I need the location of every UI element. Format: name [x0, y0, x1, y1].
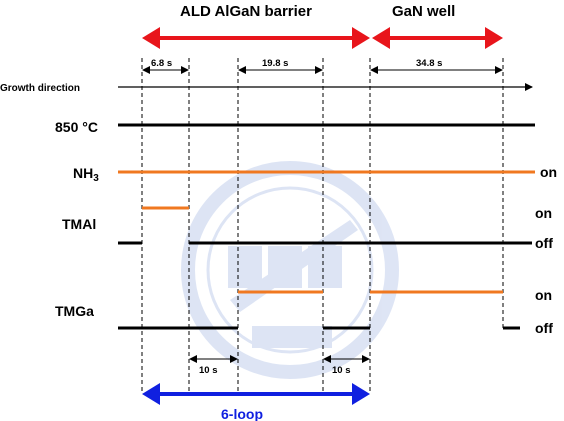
timing-label-2: 19.8 s — [262, 58, 288, 69]
growth-direction-label: Growth direction — [0, 83, 80, 94]
tmga-label: TMGa — [55, 303, 94, 319]
tmal-label: TMAl — [62, 216, 96, 232]
nh3-label: NH3 — [73, 165, 99, 184]
time-markers — [141, 58, 504, 392]
timing-label-3: 34.8 s — [416, 58, 442, 69]
barrier-span-arrow — [142, 27, 370, 49]
tmal-off-label: off — [535, 235, 553, 251]
loop-label: 6-loop — [221, 406, 263, 421]
tmga-on-label: on — [535, 287, 552, 303]
temperature-label: 850 °C — [55, 119, 98, 135]
tmga-off-label: off — [535, 320, 553, 336]
university-seal-watermark — [181, 161, 399, 379]
timing-label-1: 6.8 s — [151, 58, 172, 69]
loop-span-arrow — [142, 383, 370, 405]
well-span-arrow — [372, 27, 503, 49]
well-header: GaN well — [392, 3, 455, 20]
nh3-on-label: on — [540, 164, 557, 180]
purge-label-right: 10 s — [332, 365, 351, 376]
barrier-header: ALD AlGaN barrier — [180, 3, 312, 20]
purge-label-left: 10 s — [199, 365, 218, 376]
tmal-on-label: on — [535, 205, 552, 221]
